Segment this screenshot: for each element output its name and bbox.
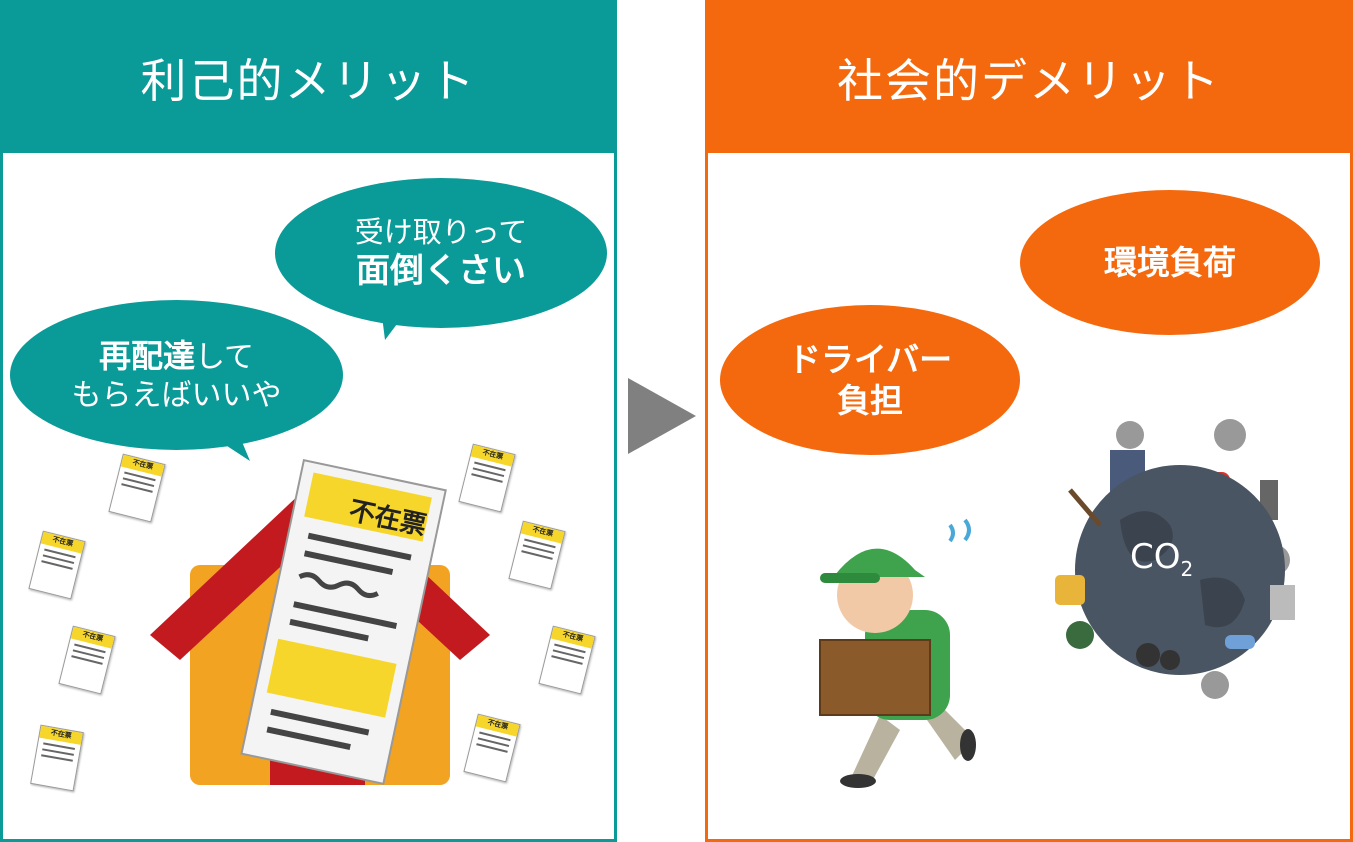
bubble-bother-tail [380,300,415,340]
left-panel-title: 利己的メリット [3,3,614,153]
bubble-driver-line1: ドライバー [787,339,953,379]
arrow-right-icon [628,378,696,454]
bubble-driver-line2: 負担 [837,381,903,420]
co2-label: CO2 [1130,537,1194,581]
bubble-redelivery-bold: 再配達 [98,337,195,375]
polluted-earth-illustration [1055,419,1295,699]
bubble-bother-line2: 面倒くさい [356,250,526,291]
bubble-driver-burden: ドライバー 負担 [720,305,1020,455]
bubble-redelivery-tail [195,425,250,461]
delivery-driver-illustration [819,518,976,788]
bubble-redelivery-rest: して [194,340,255,375]
house-with-slip-illustration: 不在票 [150,458,490,785]
bubble-redelivery-line2: もらえばいいや [71,377,282,413]
bubble-environment-text: 環境負荷 [1104,242,1236,282]
bubble-bother-line1: 受け取りって [354,214,528,249]
bubble-environment: 環境負荷 [1020,190,1320,335]
speech-bubble-bother: 受け取りって 面倒くさい [275,178,607,328]
speech-bubble-redelivery: 再配達して もらえばいいや [10,300,343,450]
right-panel-title: 社会的デメリット [708,3,1350,153]
